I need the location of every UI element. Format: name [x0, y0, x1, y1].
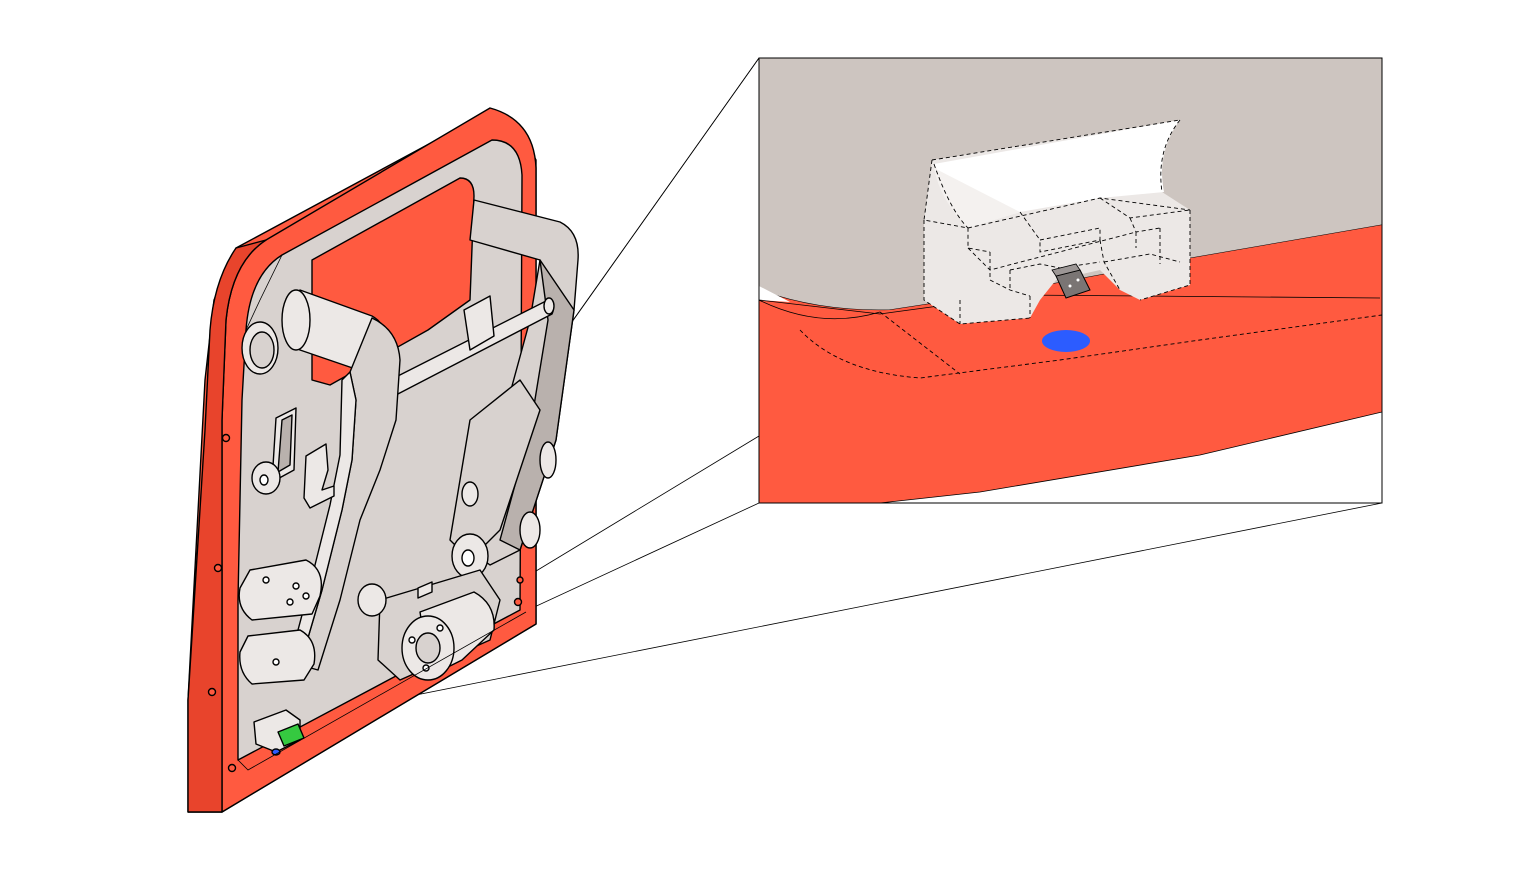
hook-latch — [303, 443, 335, 509]
zoom-blue-sensor — [1042, 330, 1090, 352]
zoom-red-band — [759, 225, 1382, 503]
latch-housing — [253, 709, 305, 756]
diagonal-link — [449, 379, 541, 561]
door-assembly — [187, 107, 579, 813]
mounting-holes — [207, 433, 524, 773]
frame-front-edge — [187, 239, 267, 813]
left-knob — [241, 321, 279, 375]
left-link-1 — [238, 559, 323, 621]
zoom-white-region — [880, 412, 1382, 503]
rod-bracket — [463, 295, 495, 351]
left-link-2 — [239, 629, 316, 685]
zoom-latch-block — [923, 119, 1191, 325]
bottom-cylinder — [401, 591, 495, 681]
slot-1-inner — [277, 414, 293, 473]
center-pivot — [451, 533, 489, 579]
detail-view — [758, 57, 1383, 504]
zoom-sensor-chip — [1051, 263, 1091, 299]
detail-view-border — [758, 57, 1383, 504]
bosses — [251, 441, 557, 549]
